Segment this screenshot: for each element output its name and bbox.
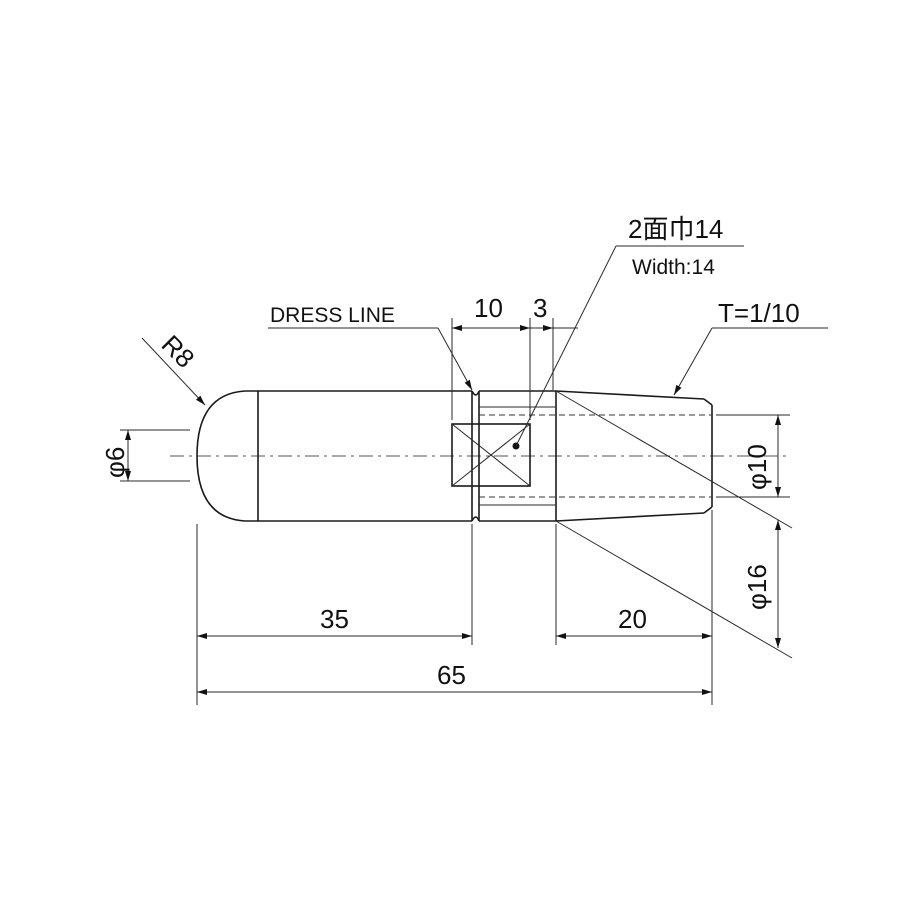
dim3-label: 3 xyxy=(533,293,547,323)
taper-label: T=1/10 xyxy=(718,298,800,328)
dress-line-label: DRESS LINE xyxy=(270,304,395,327)
r8-annotation: R8 xyxy=(141,329,206,406)
phi16-label: φ16 xyxy=(742,564,772,610)
r8-label: R8 xyxy=(156,329,201,374)
taper-annotation: T=1/10 xyxy=(673,298,828,396)
dim20-label: 20 xyxy=(618,604,647,634)
dim65-label: 65 xyxy=(437,660,466,690)
dim10-label: 10 xyxy=(474,293,503,323)
dim-10-3: 10 3 xyxy=(451,293,578,420)
pin-body xyxy=(196,390,713,522)
flats-symbol xyxy=(451,423,531,487)
phi6-dimension: φ6 xyxy=(100,429,190,482)
phi10-label: φ10 xyxy=(742,444,772,490)
phi16-dimension: φ16 xyxy=(555,390,793,659)
flats-width-annotation: 2面巾14 Width:14 xyxy=(515,214,744,447)
length-dimensions: 35 20 65 xyxy=(196,510,713,705)
dim35-label: 35 xyxy=(320,604,349,634)
phi10-dimension: φ10 xyxy=(716,414,790,498)
flats-en-label: Width:14 xyxy=(632,256,715,279)
phi6-label: φ6 xyxy=(100,447,130,478)
dress-line-annotation: DRESS LINE xyxy=(268,304,473,391)
flats-jp-label: 2面巾14 xyxy=(628,214,723,244)
